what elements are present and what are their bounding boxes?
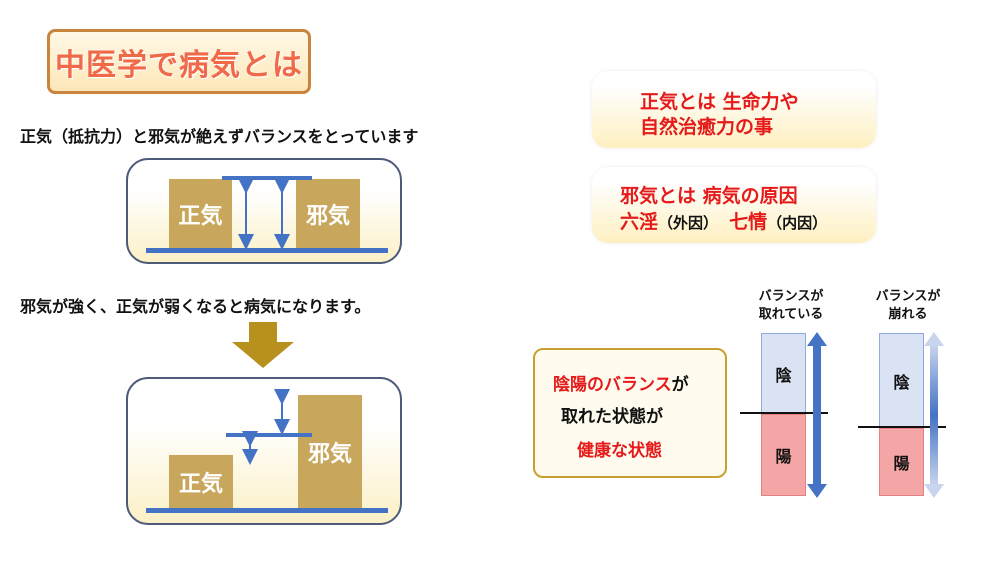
- health-line1: 陰陽のバランスが: [553, 370, 689, 395]
- down-arrow-icon: [232, 322, 294, 368]
- balance-arrows: [238, 178, 290, 250]
- jaki-definition-box: 邪気とは 病気の原因 六淫（外因） 七情（内因）: [592, 167, 876, 243]
- unbalanced-yang: 陽: [879, 428, 924, 496]
- top-bar: [222, 176, 312, 180]
- yinyang-balance-text: 陰陽のバランス: [553, 375, 672, 395]
- balanced-label-line1: バランスが: [758, 289, 824, 304]
- ground-bar: [146, 248, 388, 253]
- balanced-yin: 陰: [761, 333, 806, 414]
- balanced-label: バランスが 取れている: [745, 288, 837, 324]
- ground-bar-2: [146, 508, 388, 513]
- statement-balance: 正気（抵抗力）と邪気が絶えずバランスをとっています: [20, 127, 419, 146]
- health-line2: 取れた状態が: [561, 407, 663, 427]
- jaki-causes: 六淫（外因） 七情（内因）: [620, 207, 827, 234]
- imbalance-diagram: 正気 邪気: [126, 377, 402, 525]
- seiki-block: 正気: [169, 179, 232, 249]
- page-title: 中医学で病気とは: [55, 47, 303, 83]
- cause-rikuin: 六淫: [620, 211, 659, 233]
- seiki-definition-box: 正気とは 生命力や 自然治癒力の事: [592, 71, 876, 148]
- title-box: 中医学で病気とは: [47, 29, 311, 94]
- balance-diagram: 正気 邪気: [126, 158, 402, 264]
- cause-rikuin-note: （外因）: [658, 214, 719, 232]
- unbalanced-line: [858, 426, 946, 428]
- cause-shichijo-note: （内因）: [767, 214, 828, 232]
- health-definition-box: 陰陽のバランスが 取れた状態が 健康な状態: [533, 348, 727, 478]
- unbalanced-label-line2: 崩れる: [888, 307, 928, 322]
- jaki-definition-line1: 邪気とは 病気の原因: [620, 185, 798, 207]
- health-line1-suffix: が: [671, 375, 689, 395]
- balanced-label-line2: 取れている: [758, 307, 824, 322]
- statement-illness: 邪気が強く、正気が弱くなると病気になります。: [20, 297, 371, 316]
- balanced-yang: 陽: [761, 414, 806, 496]
- unbalanced-label-line1: バランスが: [875, 289, 941, 304]
- jaki-block: 邪気: [296, 179, 360, 249]
- seiki-block-weak: 正気: [169, 455, 233, 508]
- balanced-line: [740, 412, 828, 414]
- tilted-bar: [226, 433, 312, 437]
- seiki-definition-line2: 自然治癒力の事: [640, 116, 774, 138]
- seiki-definition-line1: 正気とは 生命力や: [640, 91, 799, 113]
- unbalanced-double-arrow-icon: [924, 332, 944, 498]
- imbalance-arrows: [242, 389, 290, 465]
- balanced-double-arrow-icon: [807, 332, 827, 498]
- unbalanced-yin: 陰: [879, 333, 924, 428]
- health-line3: 健康な状態: [577, 441, 662, 461]
- cause-shichijo: 七情: [729, 211, 768, 233]
- unbalanced-label: バランスが 崩れる: [862, 288, 954, 324]
- jaki-block-strong: 邪気: [298, 395, 362, 508]
